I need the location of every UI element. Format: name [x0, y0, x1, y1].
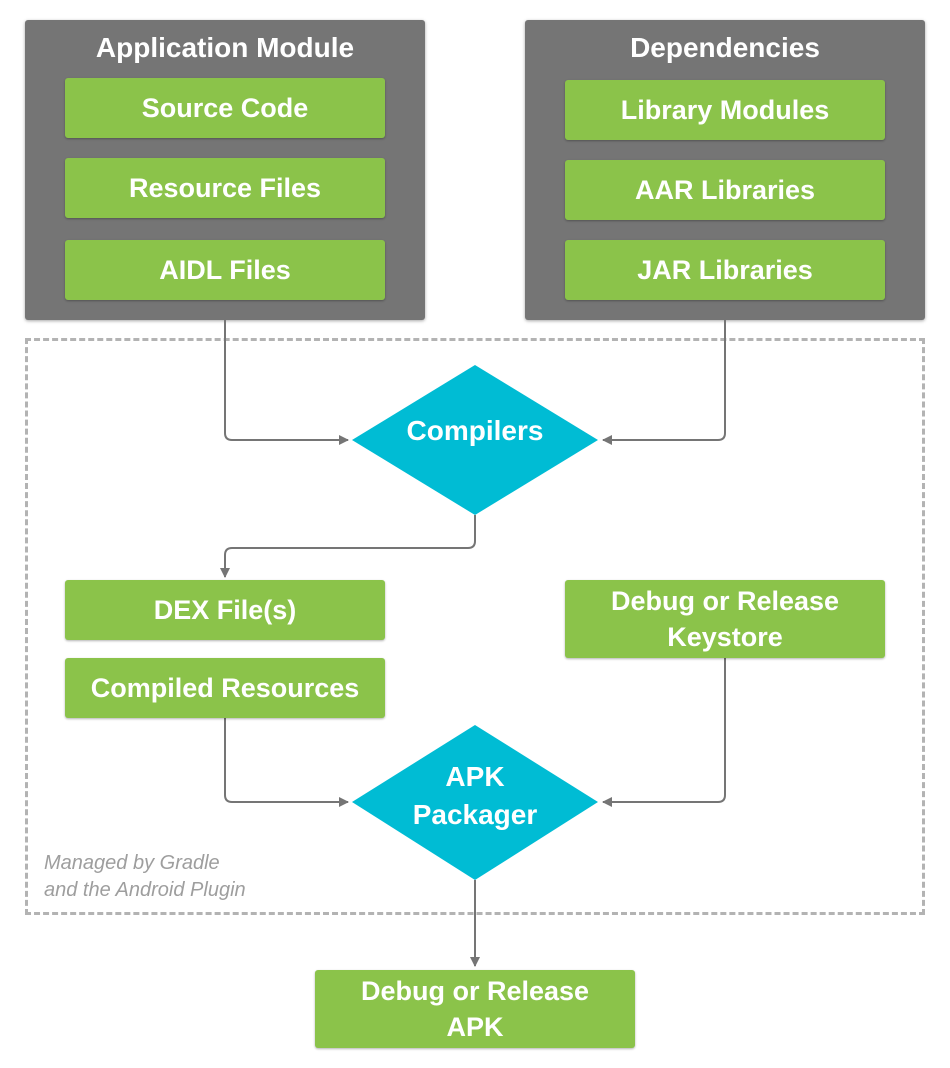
note-line1: Managed by Gradle — [44, 852, 220, 874]
arrow-compilers-to-dex — [220, 515, 476, 578]
application-module-title: Application Module — [95, 32, 355, 63]
arrow-app-to-compilers — [224, 320, 349, 445]
library-modules-label: Library Modules — [620, 94, 830, 125]
compilers-diamond — [352, 365, 598, 515]
dependencies-title: Dependencies — [630, 32, 820, 63]
library-modules-box: Library Modules — [565, 80, 885, 140]
output-line2: APK — [446, 1012, 504, 1042]
resource-files-box: Resource Files — [65, 158, 385, 218]
output-apk-box: Debug or Release APK — [315, 970, 635, 1048]
packager-line2: Packager — [412, 799, 538, 830]
arrow-keystore-to-packager — [602, 658, 726, 807]
dependencies-panel: Dependencies Library Modules AAR Librari… — [525, 20, 925, 320]
dex-files-label: DEX File(s) — [153, 594, 297, 625]
jar-libraries-box: JAR Libraries — [565, 240, 885, 300]
packager-diamond — [352, 725, 598, 880]
arrow-deps-to-compilers — [602, 320, 726, 445]
arrow-resources-to-packager — [224, 718, 349, 807]
compilers-label: Compilers — [406, 415, 544, 447]
jar-libraries-label: JAR Libraries — [637, 254, 813, 285]
source-code-box: Source Code — [65, 78, 385, 138]
compiled-resources-label: Compiled Resources — [90, 672, 360, 703]
note-line2: and the Android Plugin — [44, 879, 246, 901]
output-line1: Debug or Release — [360, 975, 590, 1006]
aar-libraries-label: AAR Libraries — [634, 174, 816, 205]
keystore-line2: Keystore — [667, 622, 783, 652]
aidl-files-box: AIDL Files — [65, 240, 385, 300]
application-module-panel: Application Module Source Code Resource … — [25, 20, 425, 320]
source-code-label: Source Code — [141, 92, 309, 123]
dex-files-box: DEX File(s) — [65, 580, 385, 640]
resource-files-label: Resource Files — [128, 172, 322, 203]
keystore-line1: Debug or Release — [610, 585, 840, 616]
packager-label: APK Packager — [375, 752, 575, 840]
aar-libraries-box: AAR Libraries — [565, 160, 885, 220]
packager-line1: APK — [445, 761, 505, 793]
aidl-files-label: AIDL Files — [159, 254, 291, 285]
keystore-box: Debug or Release Keystore — [565, 580, 885, 658]
compiled-resources-box: Compiled Resources — [65, 658, 385, 718]
managed-by-gradle-note: Managed by Gradle and the Android Plugin — [44, 850, 246, 904]
